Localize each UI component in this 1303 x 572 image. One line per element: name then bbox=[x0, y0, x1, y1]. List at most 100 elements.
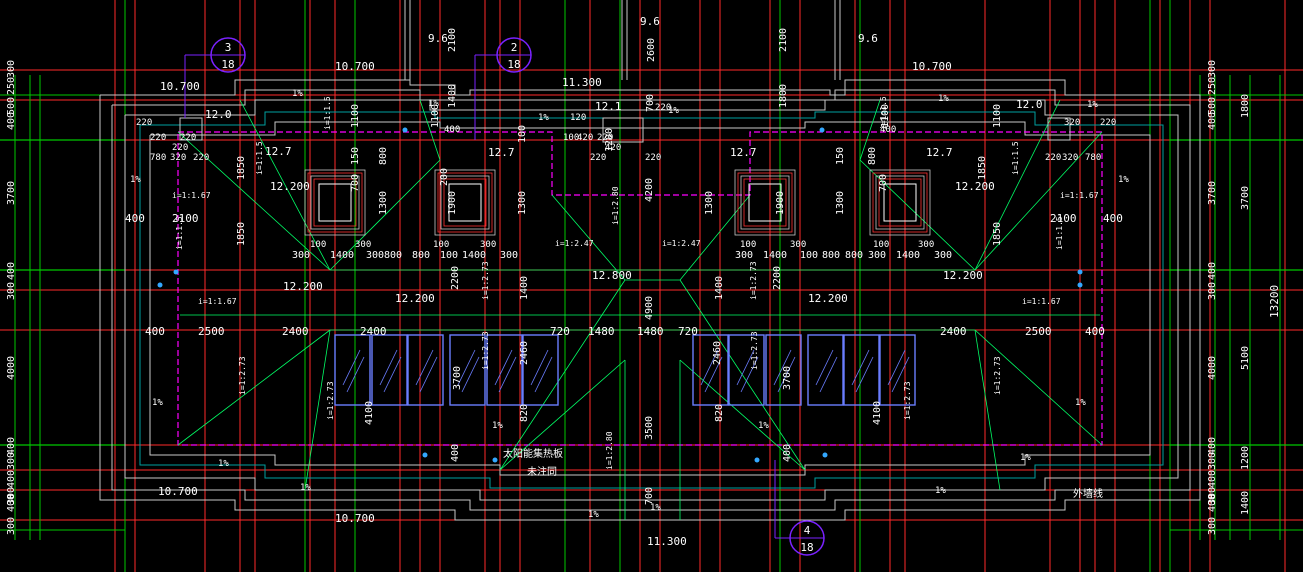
dim-left: 300 bbox=[6, 517, 17, 535]
dim-left: 400 bbox=[6, 112, 17, 130]
roof-drain bbox=[754, 457, 760, 463]
dim-center: 1400 bbox=[714, 276, 725, 300]
dim-left: 300 bbox=[6, 282, 17, 300]
elevation-label: 10.700 bbox=[158, 485, 198, 498]
vent-box bbox=[602, 117, 644, 143]
dim-center: 100 bbox=[517, 125, 528, 143]
hip-line bbox=[974, 329, 1001, 491]
chimney-layer bbox=[737, 172, 793, 233]
roof-drain bbox=[157, 282, 163, 288]
panel-hatch bbox=[461, 356, 480, 393]
dim-right: 4000 bbox=[1207, 356, 1218, 380]
dim-row: 2500 bbox=[198, 325, 225, 338]
slope-ratio-label: i=1:2.73 bbox=[749, 261, 758, 300]
note-solar-panel: 太阳能集热板 bbox=[503, 447, 563, 460]
dim-row: 2500 bbox=[1025, 325, 1052, 338]
chimney-layer bbox=[443, 178, 487, 227]
dim-small: 220 bbox=[645, 153, 661, 163]
hip-line bbox=[679, 279, 806, 471]
dim-right-mid: 3700 bbox=[1240, 186, 1251, 210]
slope-label: 1% bbox=[428, 99, 439, 109]
dim-row: 2400 bbox=[282, 325, 309, 338]
dim-right-mid: 5100 bbox=[1240, 346, 1251, 370]
dim-chimney: 1850 bbox=[977, 156, 988, 180]
dim-chimney: 1850 bbox=[992, 222, 1003, 246]
wall-inner-1 bbox=[111, 89, 1191, 511]
solar-panels bbox=[334, 334, 916, 406]
dim-left: 300 bbox=[6, 452, 17, 470]
dim-center: 4200 bbox=[644, 178, 655, 202]
dim-chimney: 1300 bbox=[704, 191, 715, 215]
dim-center: 3700 bbox=[782, 366, 793, 390]
roof-drain bbox=[1077, 269, 1083, 275]
dim-left: 400 bbox=[6, 470, 17, 488]
slope-label: 1% bbox=[538, 113, 549, 123]
dim-left: 400 bbox=[6, 437, 17, 455]
panel-hatch bbox=[342, 349, 361, 386]
hip-line bbox=[679, 359, 806, 471]
elevation-label: 11.300 bbox=[647, 535, 687, 548]
hip-line bbox=[304, 329, 331, 491]
slope-label: 1% bbox=[1118, 175, 1129, 185]
elevation-label: 12.200 bbox=[395, 292, 435, 305]
dim-left: 4000 bbox=[6, 356, 17, 380]
panel-hatch bbox=[457, 349, 476, 386]
slope-label: 1% bbox=[292, 89, 303, 99]
chimney-layer bbox=[304, 169, 366, 236]
roof-geometry bbox=[99, 0, 1201, 556]
dim-small: 220 bbox=[590, 153, 606, 163]
roof-edge bbox=[139, 111, 1164, 489]
solar-panel bbox=[765, 334, 802, 406]
panel-hatch bbox=[736, 349, 755, 386]
dim-center: 1200 bbox=[604, 128, 615, 152]
dim-small: 220 bbox=[597, 133, 613, 143]
dim-small: 220 bbox=[1100, 118, 1116, 128]
dim-row: 100 bbox=[740, 240, 756, 250]
dim-right: 300 bbox=[1207, 282, 1218, 300]
dim-chimney: 1100 bbox=[350, 104, 361, 128]
slope-ratio-label: i=1:1.5 bbox=[879, 96, 888, 130]
hip-line bbox=[419, 99, 441, 161]
dim-center: 200 bbox=[439, 168, 450, 186]
dim-chimney: 700 bbox=[350, 174, 361, 192]
outer-wall bbox=[99, 79, 1201, 521]
chimney-core bbox=[748, 183, 782, 222]
slope-label: 1% bbox=[588, 510, 599, 520]
callout-sheet: 18 bbox=[221, 58, 234, 71]
slope-label: 1% bbox=[758, 421, 769, 431]
elevation-label: 12.0 bbox=[205, 108, 232, 121]
dim-row: 800 bbox=[384, 250, 402, 261]
hip-line bbox=[239, 99, 331, 271]
solar-panel bbox=[371, 334, 408, 406]
slope-ratio-label: i=1:1.67 bbox=[1060, 191, 1099, 200]
chimney-layer bbox=[437, 172, 493, 233]
dim-row: 300 bbox=[480, 240, 496, 250]
dim-chimney: 150 bbox=[350, 147, 361, 165]
dim-right: 500 bbox=[1207, 97, 1218, 115]
slope-label: 1% bbox=[935, 486, 946, 496]
dim-small: 420 bbox=[577, 133, 593, 143]
callout-sheet: 18 bbox=[800, 541, 813, 554]
panel-hatch bbox=[891, 356, 910, 393]
slope-ratio-label: i=1:2.47 bbox=[555, 239, 594, 248]
dim-row: 100 bbox=[440, 250, 458, 261]
elevation-label: 12.200 bbox=[943, 269, 983, 282]
panel-hatch bbox=[740, 356, 759, 393]
dim-chimney: 1100 bbox=[992, 104, 1003, 128]
roof-drain bbox=[1077, 282, 1083, 288]
dim-small: 220 bbox=[193, 153, 209, 163]
slope-label: 1% bbox=[650, 503, 661, 513]
hip-line bbox=[499, 359, 626, 471]
panel-hatch bbox=[346, 356, 365, 393]
dim-row: 2100 bbox=[1050, 212, 1077, 225]
hip-line bbox=[974, 329, 1103, 446]
dim-chimney: 1300 bbox=[517, 191, 528, 215]
dim-small: 220 bbox=[150, 133, 166, 143]
solar-panel bbox=[407, 334, 444, 406]
dim-center: 4100 bbox=[872, 401, 883, 425]
chimney-layer bbox=[869, 169, 931, 236]
hip-line bbox=[859, 159, 976, 271]
dim-chimney: 800 bbox=[378, 147, 389, 165]
panel-hatch bbox=[815, 349, 834, 386]
chimney-layer bbox=[872, 172, 928, 233]
